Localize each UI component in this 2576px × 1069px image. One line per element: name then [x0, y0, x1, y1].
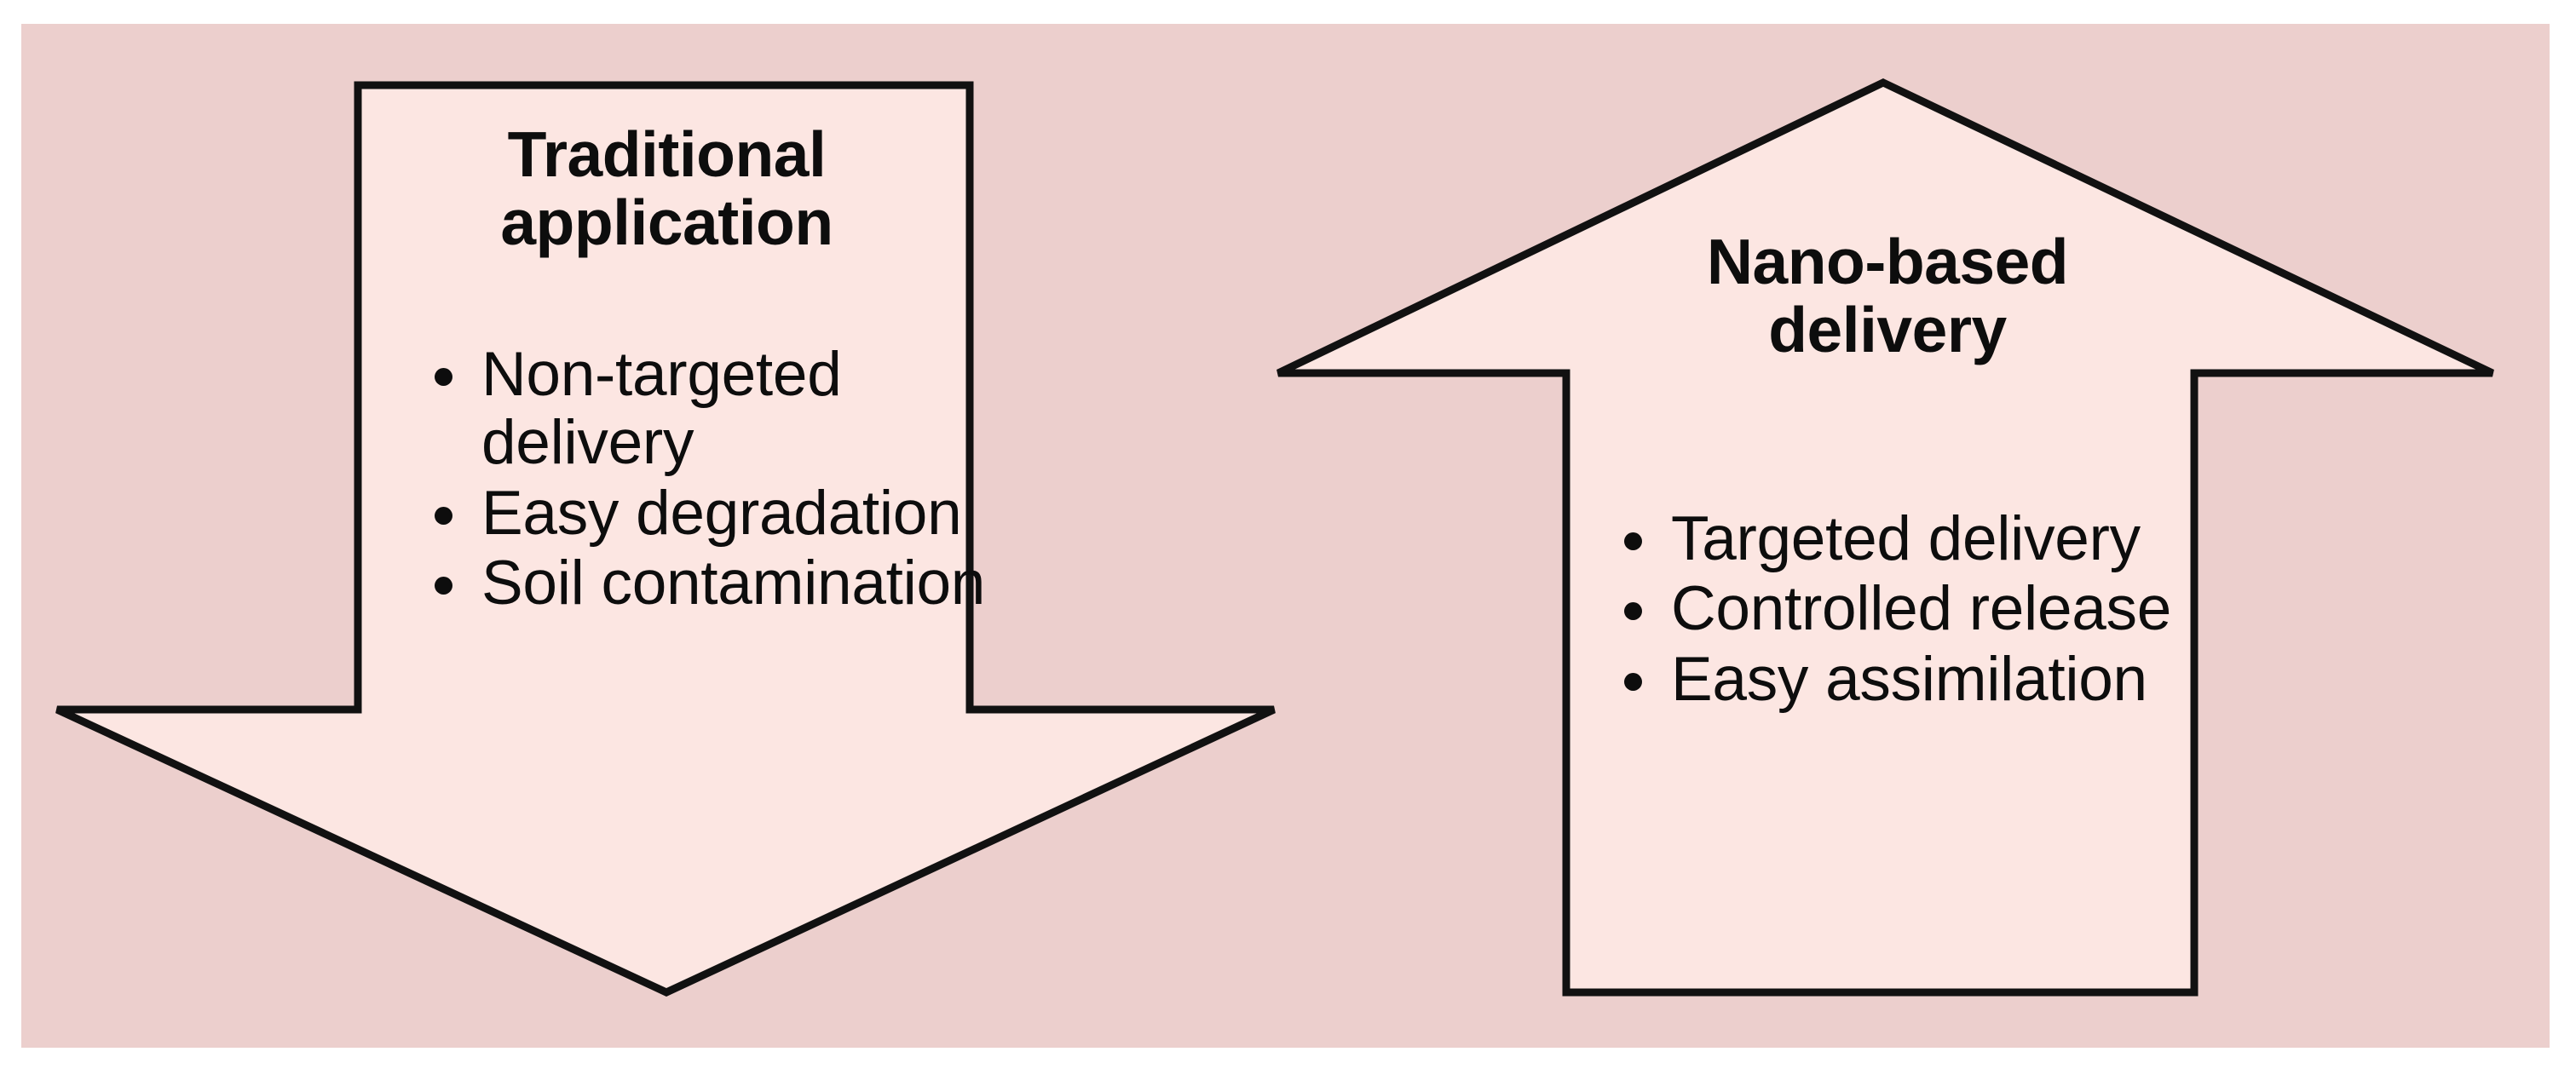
- right-arrow-heading: Nano-based delivery: [1581, 226, 2194, 365]
- bullet-dot-icon: [435, 368, 452, 387]
- left-arrow-heading-line-1: Traditional: [507, 118, 827, 190]
- bullet-dot-icon: [1624, 672, 1642, 691]
- list-item-label: Non-targeted delivery: [481, 340, 842, 478]
- list-item-label: Targeted delivery: [1671, 504, 2141, 573]
- left-arrow-heading-line-2: application: [500, 186, 833, 258]
- list-item: Non-targeted delivery: [419, 340, 1016, 478]
- list-item-label: Soil contamination: [481, 548, 986, 618]
- left-arrow-bullet-list: Non-targeted delivery Easy degradation S…: [419, 340, 1016, 619]
- list-item: Controlled release: [1609, 575, 2205, 643]
- list-item: Easy degradation: [419, 478, 1016, 548]
- down-arrow-shape: [55, 81, 1276, 997]
- right-arrow-bullet-list: Targeted delivery Controlled release Eas…: [1609, 504, 2205, 716]
- bullet-dot-icon: [435, 506, 452, 525]
- list-item-label: Easy assimilation: [1671, 644, 2147, 714]
- left-arrow-heading: Traditional application: [362, 118, 971, 258]
- list-item: Targeted delivery: [1609, 504, 2205, 573]
- right-arrow-heading-line-1: Nano-based: [1706, 226, 2069, 297]
- list-item: Easy assimilation: [1609, 644, 2205, 714]
- list-item-label: Easy degradation: [481, 478, 962, 548]
- list-item: Soil contamination: [419, 549, 1016, 618]
- bullet-dot-icon: [435, 577, 452, 595]
- bullet-dot-icon: [1624, 602, 1642, 621]
- up-arrow-shape: [1276, 78, 2494, 997]
- list-item-label: Controlled release: [1671, 574, 2172, 644]
- right-arrow-heading-line-2: delivery: [1768, 293, 2007, 365]
- bullet-dot-icon: [1624, 532, 1642, 551]
